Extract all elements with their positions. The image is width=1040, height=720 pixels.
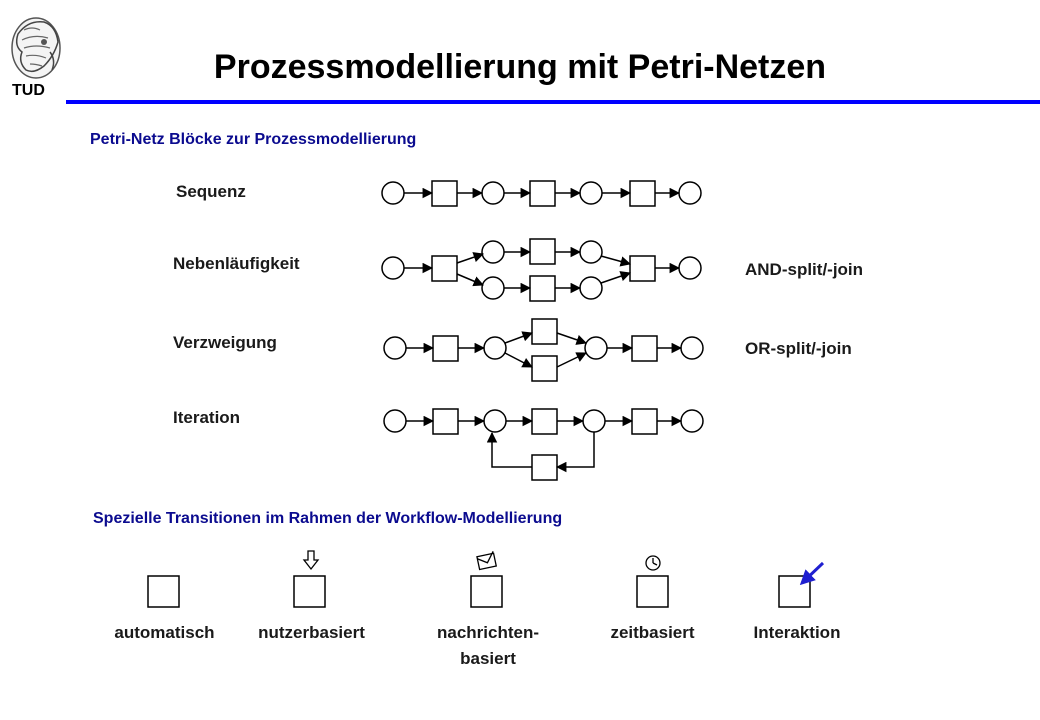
transition [631, 335, 658, 362]
transition-message [470, 575, 503, 608]
place [678, 256, 702, 280]
row-label-branching: Verzweigung [173, 333, 277, 352]
blue-arrow-icon [799, 561, 825, 586]
transition [432, 408, 459, 435]
transition [529, 180, 556, 207]
place [481, 240, 505, 264]
page-title: Prozessmodellierung mit Petri-Netzen [213, 48, 827, 86]
place [381, 181, 405, 205]
row-label-sequence: Sequenz [176, 182, 246, 201]
place [483, 409, 507, 433]
transition-label-time: zeitbasiert [610, 623, 695, 642]
clock-icon [645, 555, 661, 571]
envelope-icon [476, 551, 498, 571]
transition [431, 180, 458, 207]
transition-user [293, 575, 326, 608]
parallel-net [381, 238, 702, 302]
note-and-split-join: AND-split/-join [745, 260, 864, 279]
note-or-split-join: OR-split/-join [745, 339, 852, 358]
place [481, 181, 505, 205]
row-label-iteration: Iteration [173, 408, 241, 427]
transition [432, 335, 459, 362]
place [381, 256, 405, 280]
place [481, 276, 505, 300]
branching-net [383, 318, 704, 382]
place [483, 336, 507, 360]
transition [629, 255, 656, 282]
transition [529, 275, 556, 302]
transition-automatic [147, 575, 180, 608]
section-heading-blocks: Petri-Netz Blöcke zur Prozessmodellierun… [90, 131, 417, 148]
transition [531, 318, 558, 345]
transition [629, 180, 656, 207]
place [579, 181, 603, 205]
place [383, 409, 407, 433]
transition-label-interaction: Interaktion [753, 623, 841, 642]
transition [431, 255, 458, 282]
place [680, 409, 704, 433]
transition-label-user: nutzerbasiert [258, 623, 365, 642]
place [579, 240, 603, 264]
transition-time [636, 575, 669, 608]
transition [531, 454, 558, 481]
tud-logo [11, 17, 61, 79]
sequence-net [381, 180, 702, 207]
place [579, 276, 603, 300]
down-arrow-icon [302, 550, 320, 571]
transition [531, 355, 558, 382]
section-heading-special: Spezielle Transitionen im Rahmen der Wor… [93, 510, 563, 527]
transition [531, 408, 558, 435]
title-rule [66, 100, 1040, 104]
place [680, 336, 704, 360]
row-label-parallel: Nebenläufigkeit [173, 254, 300, 273]
place [582, 409, 606, 433]
place [678, 181, 702, 205]
transition-label-message: nachrichten- basiert [436, 623, 540, 668]
iteration-net [383, 408, 704, 481]
transition [529, 238, 556, 265]
transition-label-automatic: automatisch [114, 623, 215, 642]
place [584, 336, 608, 360]
transition [631, 408, 658, 435]
logo-text: TUD [12, 82, 45, 99]
place [383, 336, 407, 360]
